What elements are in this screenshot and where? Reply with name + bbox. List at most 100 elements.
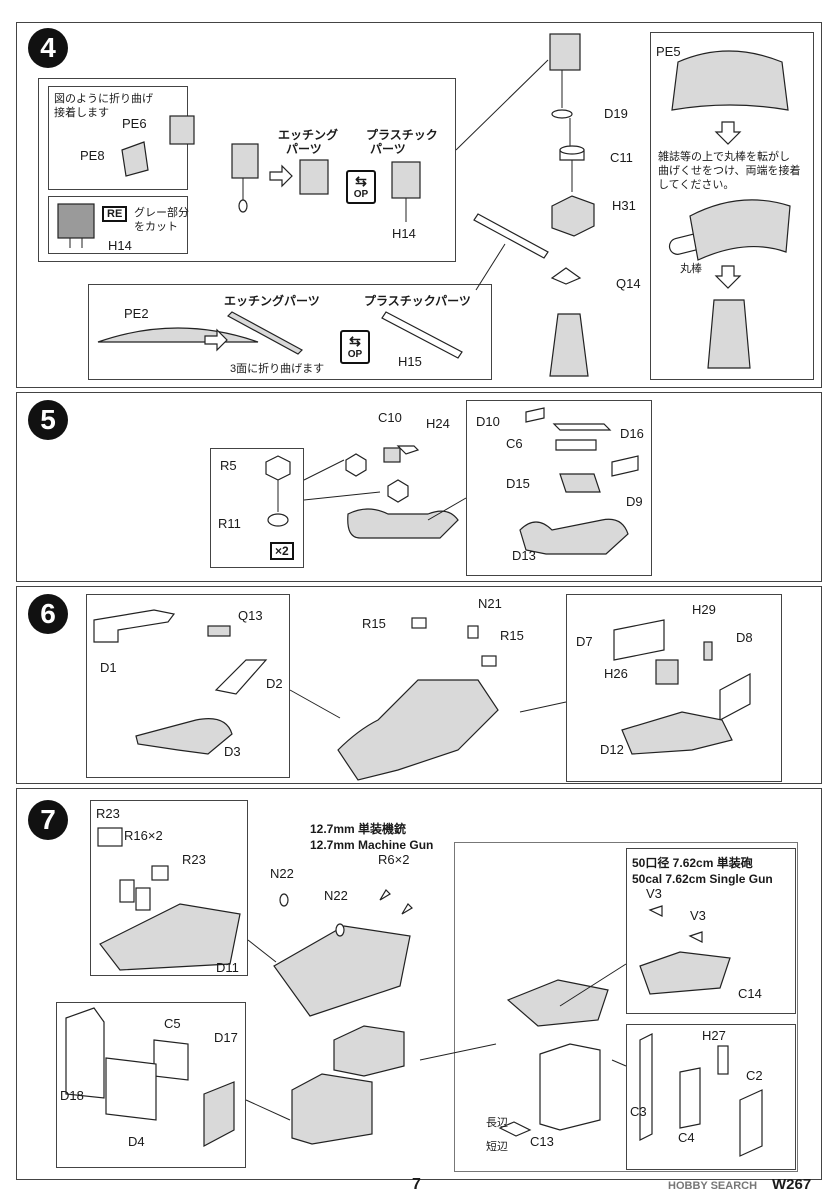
single-gun-jp: 50口径 7.62cm 単装砲 [632, 856, 753, 870]
lattice-mast-shape [549, 313, 589, 377]
label-d13: D13 [512, 548, 536, 563]
label-c6: C6 [506, 436, 523, 451]
n22-a-shape [279, 893, 289, 907]
label-q13: Q13 [238, 608, 263, 623]
d3-shape [135, 718, 233, 755]
label-h31: H31 [612, 198, 636, 213]
label-pe2: PE2 [124, 306, 149, 321]
c14-shape [639, 951, 731, 995]
pe5-sheet-shape [671, 50, 789, 111]
long-side-label: 長辺 [486, 1117, 508, 1129]
label-d4: D4 [128, 1134, 145, 1149]
label-n21: N21 [478, 596, 502, 611]
etching-label-2: パーツ [286, 142, 322, 156]
label-d17: D17 [214, 1030, 238, 1045]
roll-note-line-3: してください。 [658, 179, 735, 191]
radar-screen-shape [549, 33, 581, 71]
d7-shape [613, 619, 665, 661]
r15-a-shape [411, 617, 427, 629]
c10-shape [383, 447, 401, 463]
h26-shape [655, 659, 679, 685]
label-c13: C13 [530, 1134, 554, 1149]
pe5-rolling-shape [689, 199, 791, 261]
plastic-parts-label: プラスチックパーツ [364, 294, 471, 308]
label-q14: Q14 [616, 276, 641, 291]
re-remove-icon: RE [102, 206, 128, 222]
gray-cut-line-1: グレー部分 [134, 207, 189, 219]
step7-lower-house-shape [291, 1073, 373, 1145]
label-r23-b: R23 [182, 852, 206, 867]
step-5-panel [16, 392, 822, 582]
h24-shape [396, 445, 420, 455]
label-pe8: PE8 [80, 148, 105, 163]
r16-b-shape [135, 887, 151, 911]
c5-shape [153, 1039, 189, 1081]
label-d9: D9 [626, 494, 643, 509]
q14-shape [550, 267, 582, 285]
round-bar-label: 丸棒 [680, 263, 702, 275]
d9-shape [611, 455, 639, 477]
watermark-logo: HOBBY SEARCH [668, 1180, 758, 1192]
roll-note-line-2: 曲げくせをつけ、両端を接着 [658, 165, 801, 177]
label-c5: C5 [164, 1016, 181, 1031]
roll-note-line-1: 雑誌等の上で丸棒を転がし [658, 151, 790, 163]
h29-shape [703, 641, 713, 661]
label-r11: R11 [218, 516, 241, 531]
label-d16: D16 [620, 426, 644, 441]
label-d19: D19 [604, 106, 628, 121]
n21-shape [467, 625, 479, 639]
label-c10: C10 [378, 410, 402, 425]
label-d11: D11 [216, 960, 239, 975]
label-h29: H29 [692, 602, 716, 617]
etching-label-1: エッチング [278, 128, 339, 142]
label-d2: D2 [266, 676, 283, 691]
step-6-drawing [93, 609, 751, 781]
label-d3: D3 [224, 744, 241, 759]
etching-parts-label: エッチングパーツ [224, 294, 320, 308]
label-d8: D8 [736, 630, 753, 645]
d15-shape [559, 473, 601, 493]
label-r6: R6×2 [378, 852, 410, 867]
r15-b-shape [481, 655, 497, 667]
label-c3: C3 [630, 1104, 647, 1119]
op-optional-icon-2: ⇆OP [340, 330, 370, 364]
pe5-cylinder-shape [707, 299, 751, 369]
d16-shape [552, 423, 612, 431]
h27-shape [717, 1045, 729, 1075]
q13-shape [207, 625, 231, 637]
c13-shape [498, 1121, 532, 1137]
step5-base-shape [347, 508, 459, 539]
label-d18: D18 [60, 1088, 84, 1103]
label-n22-a: N22 [270, 866, 294, 881]
r23-b-shape [151, 865, 169, 881]
plastic-label-1: プラスチック [366, 128, 438, 142]
v3-a-shape [648, 905, 663, 917]
r5-shape [265, 455, 291, 481]
step-6-number: 6 [28, 594, 68, 634]
step-7-number: 7 [28, 800, 68, 840]
label-pe6: PE6 [122, 116, 147, 131]
step-5-drawing [265, 407, 639, 555]
gray-cut-line-2: をカット [134, 221, 178, 233]
d12-shape [621, 711, 733, 755]
label-d15: D15 [506, 476, 530, 491]
label-h24: H24 [426, 416, 450, 431]
bend-note-line-2: 接着します [54, 107, 109, 119]
fold-note: 3面に折り曲げます [230, 363, 325, 375]
c2-shape [739, 1089, 763, 1157]
step-4-drawing [57, 33, 791, 377]
arrow-shape [269, 164, 293, 188]
label-r23-a: R23 [96, 806, 120, 821]
d1-shape [93, 609, 176, 643]
step-4-inner-box-bend [48, 86, 188, 190]
label-c4: C4 [678, 1130, 695, 1145]
label-r5: R5 [220, 458, 237, 473]
bend-note-line-1: 図のように折り曲げ [54, 93, 153, 105]
label-v3-a: V3 [646, 886, 662, 901]
d13-shape [519, 518, 629, 555]
label-d10: D10 [476, 414, 500, 429]
label-v3-b: V3 [690, 908, 706, 923]
label-c2: C2 [746, 1068, 763, 1083]
times-two-badge: ×2 [270, 542, 294, 560]
